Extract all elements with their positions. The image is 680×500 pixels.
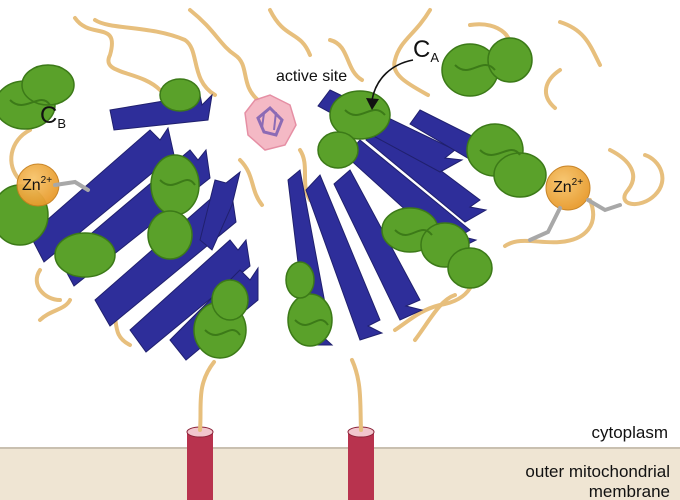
c-a-pointer-arrow xyxy=(366,59,414,110)
zinc-ion-left xyxy=(16,163,90,207)
zinc-left-label: Zn2+ xyxy=(22,176,52,194)
c-a-subscript: A xyxy=(430,50,440,65)
outer-membrane-layer xyxy=(0,447,680,500)
membrane-label: outer mitochondrial membrane xyxy=(525,462,670,500)
zinc-left-charge: 2+ xyxy=(40,175,53,186)
c-terminus-b-label: CB xyxy=(40,102,67,131)
beta-sheet-right xyxy=(287,89,507,346)
zinc-right-charge: 2+ xyxy=(571,177,584,188)
active-site-marker xyxy=(244,94,297,151)
cytoplasm-label: cytoplasm xyxy=(591,423,668,442)
zinc-left-symbol: Zn xyxy=(22,177,41,194)
tether-loops xyxy=(198,358,363,432)
c-b-letter: C xyxy=(40,102,58,129)
active-site-label: active site xyxy=(276,68,348,85)
membrane-anchor-left xyxy=(186,426,214,500)
zinc-right-label: Zn2+ xyxy=(553,178,583,196)
c-a-letter: C xyxy=(413,36,431,63)
zinc-ion-right xyxy=(528,165,622,242)
helix-stripes xyxy=(9,64,521,336)
alpha-helices xyxy=(0,37,547,359)
zinc-right-symbol: Zn xyxy=(553,179,572,196)
c-terminus-a-label: CA xyxy=(413,36,440,65)
membrane-anchor-right xyxy=(347,426,375,500)
c-b-subscript: B xyxy=(57,116,67,131)
